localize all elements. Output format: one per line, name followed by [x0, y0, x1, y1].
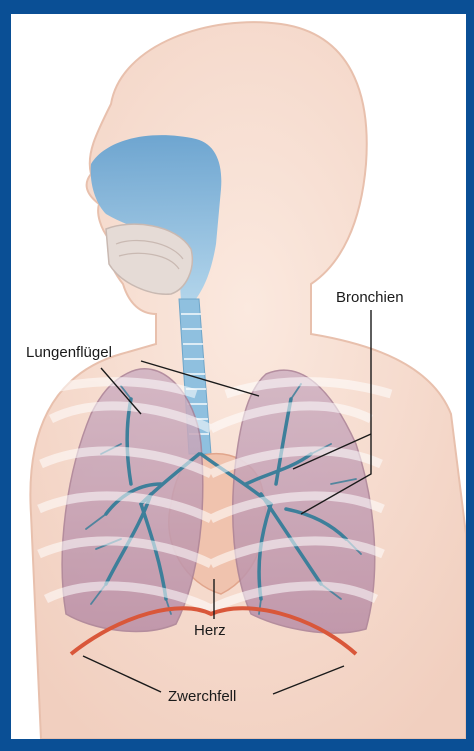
bronchien-label: Bronchien: [336, 290, 404, 305]
respiratory-system-illustration: [11, 14, 466, 739]
herz-label: Herz: [194, 623, 226, 638]
diagram-canvas: Bronchien Lungenflügel Herz Zwerchfell: [11, 14, 466, 739]
zwerchfell-label: Zwerchfell: [168, 689, 236, 704]
lungenfluegel-label: Lungenflügel: [26, 345, 112, 360]
